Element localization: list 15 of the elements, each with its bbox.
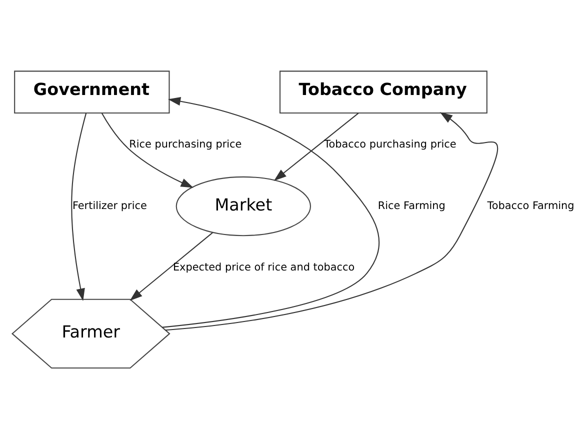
node-box: Government xyxy=(14,70,170,114)
arrow xyxy=(166,112,498,331)
arrow xyxy=(101,112,194,188)
edge-label: Fertilizer price xyxy=(72,200,147,212)
edge-label: Tobacco purchasing price xyxy=(324,138,456,150)
node-ellipse: Market xyxy=(176,176,312,236)
arrow xyxy=(274,112,359,181)
edge-label: Rice purchasing price xyxy=(129,138,242,150)
node-box: Tobacco Company xyxy=(279,70,488,114)
edge-label: Rice Farming xyxy=(378,200,446,212)
edge-label: Tobacco Farming xyxy=(487,200,574,212)
arrow xyxy=(130,232,213,301)
edge-label: Expected price of rice and tobacco xyxy=(172,261,355,274)
arrow xyxy=(162,96,380,328)
arrow xyxy=(71,113,87,302)
